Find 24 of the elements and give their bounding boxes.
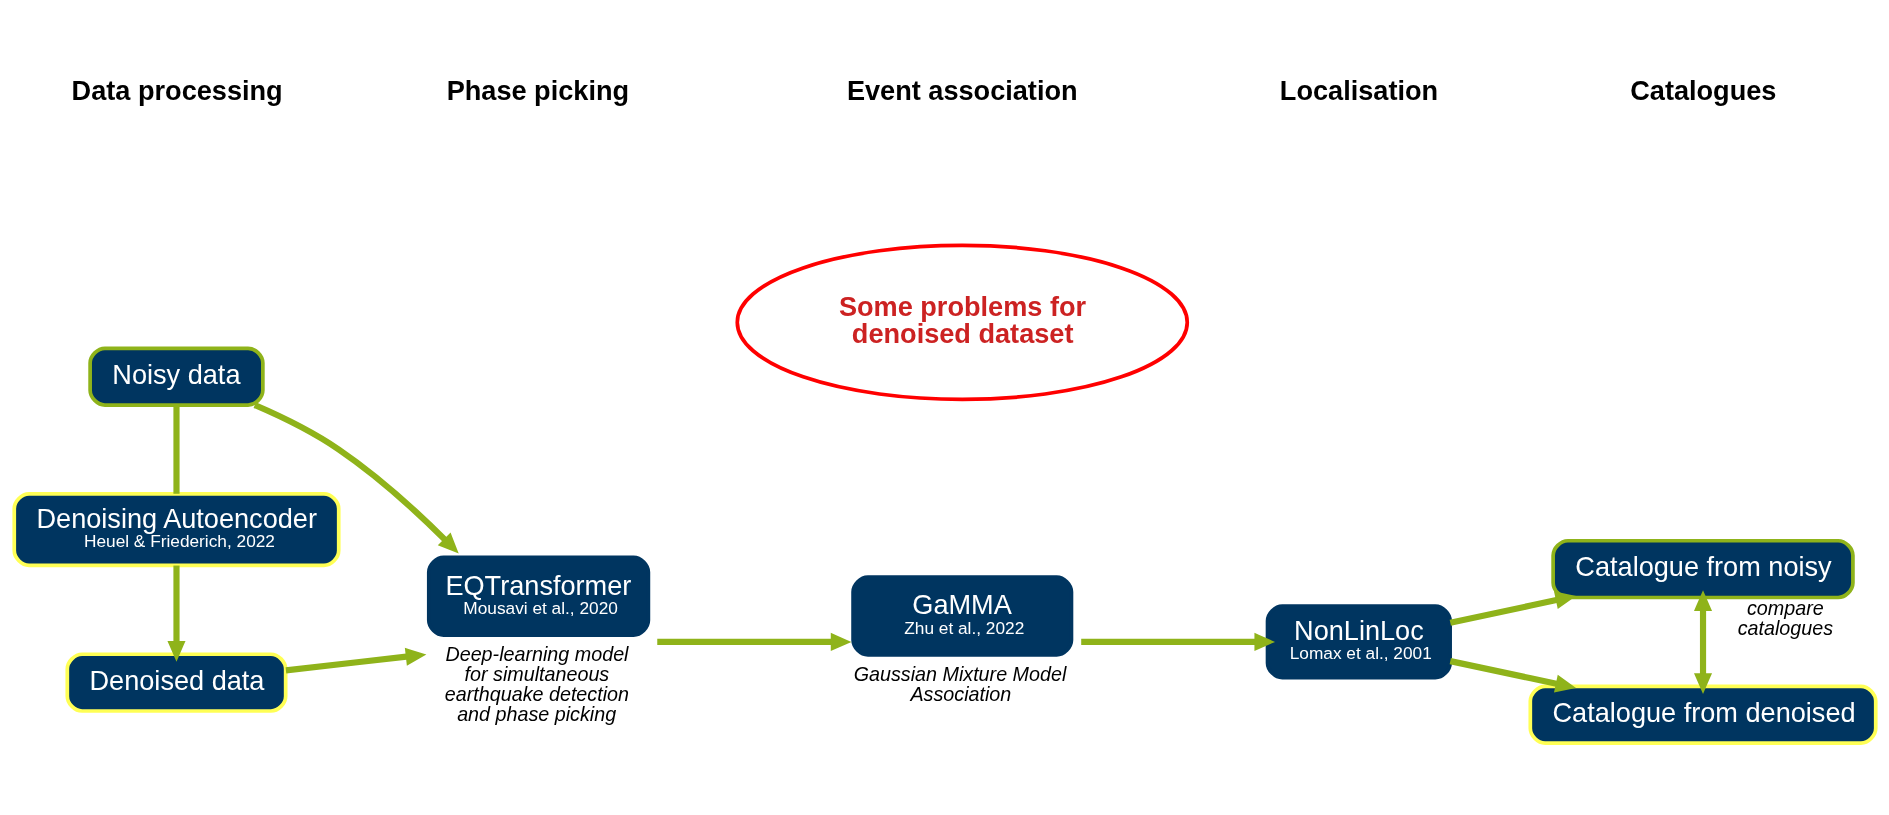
node-box: Catalogue from noisy [1550,538,1855,600]
arrow [166,565,186,662]
node-box: Denoised data [64,652,288,713]
node-label: Deep-learning model for simultaneous earthquake detection and phase picking [444,643,629,725]
label: Data processing [71,74,283,106]
arrow [253,402,459,554]
arrow [1693,590,1712,694]
label: Event association [846,74,1078,106]
label: Phase picking [446,74,629,106]
arrow [1080,632,1275,651]
label: Catalogues [1629,74,1776,106]
arrow [1449,658,1576,693]
node-box: NonLinLoc Lomax et al., 2001 [1265,604,1452,680]
edge-label: compare catalogues [1737,597,1833,639]
arrow [1449,591,1576,626]
label: Localisation [1279,74,1438,106]
node-box: Noisy data [87,346,265,407]
node-label: Gaussian Mixture Model Association [853,663,1066,705]
node-box: Denoising Autoencoder Heuel & Friederich, 2022 [11,492,341,568]
arrow [656,632,851,651]
connector [172,405,180,494]
node-box: Catalogue from denoised [1527,684,1878,745]
node-ellipse: Some problems for denoised dataset [734,243,1189,402]
arrow [285,647,426,674]
